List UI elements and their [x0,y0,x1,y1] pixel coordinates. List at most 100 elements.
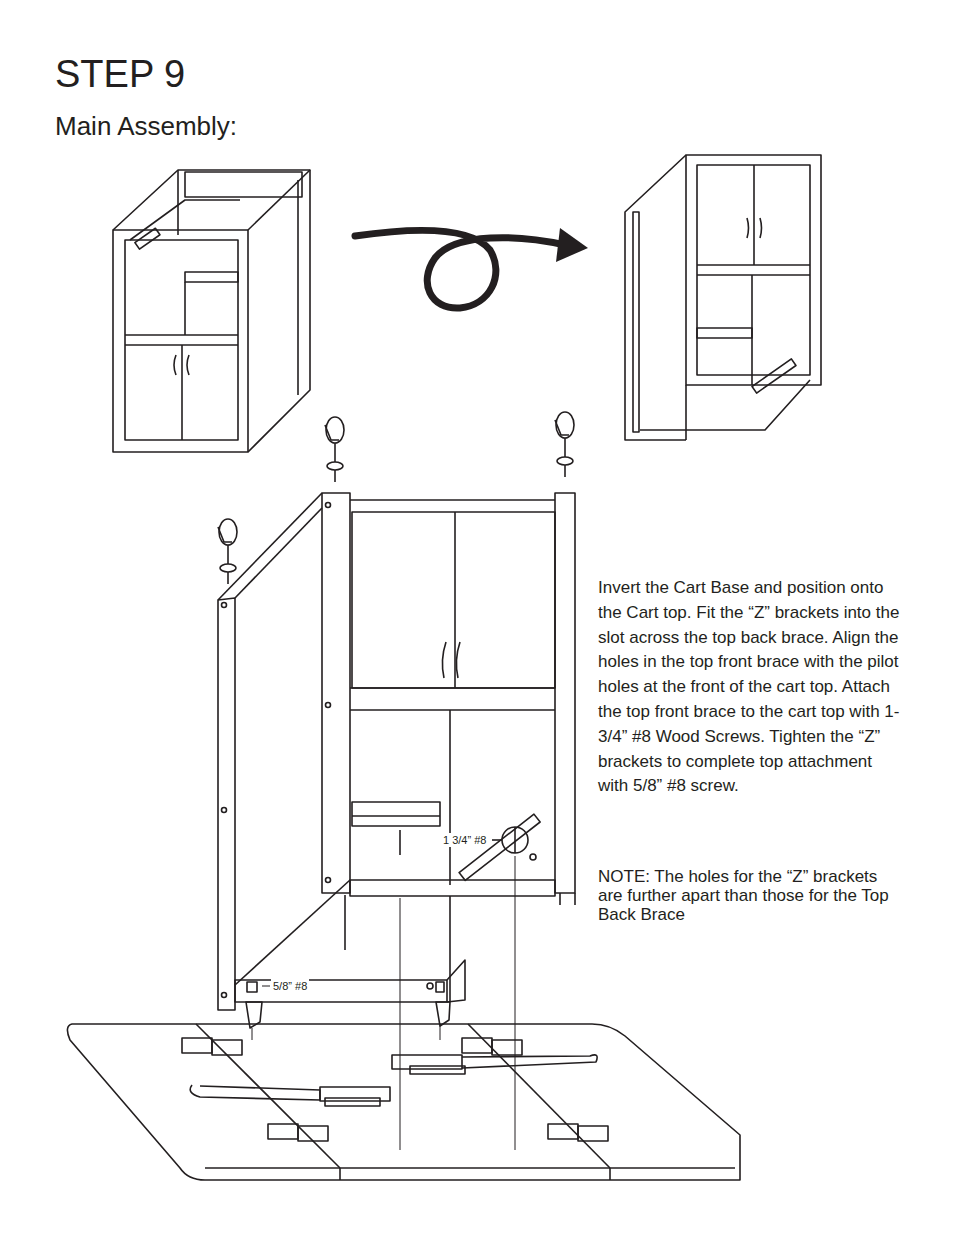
cart-base-inverted-part [753,165,755,265]
cart-base-main-part [235,508,322,598]
caster-wheels-part-part [556,412,574,438]
cart-top-part [212,1040,242,1055]
cart-top-part [468,1024,610,1168]
cart-base-main-part [454,512,456,688]
invert-arrow [355,228,588,308]
cart-base-upright-part [248,170,310,230]
caster-wheels-part-part [227,545,229,564]
cart-base-inverted-part [640,380,810,430]
cart-base-upright-part [297,180,299,395]
cart-top-part [392,1055,462,1069]
cart-base-main-part [222,993,227,998]
cart-base-main-part [218,493,322,600]
cart-top-part [182,1038,212,1053]
screw-callout [492,827,528,853]
cart-base-main-part [399,830,401,855]
section-heading: Main Assembly: [55,110,237,142]
cart-base-main-part [449,710,451,885]
alignment-lines-part [262,986,270,987]
cart-base-inverted-part [752,359,796,393]
alignment-lines-part [515,856,516,1150]
caster-wheels-part-part [557,457,573,465]
cart-base-upright [113,170,310,452]
caster-wheels-part-part [564,465,566,477]
cart-base-inverted-part [633,212,639,432]
screw-callout-part [514,827,516,853]
cart-base-main-part [322,493,350,893]
cart-base-main-part [427,983,433,989]
instruction-text: Invert the Cart Base and position onto t… [598,576,903,799]
caster-wheels-part [325,417,344,482]
cart-base-upright-part [181,345,183,440]
cart-base-main-part [442,642,460,678]
cart-base-main-part [235,880,350,985]
cart-base-main-part [559,893,561,905]
cart-base-inverted-part [697,328,752,338]
cart-base-inverted-part [686,155,821,385]
cart-base-upright-part [184,282,186,335]
cart-base-main-part [449,896,451,1002]
cart-top-part [339,1168,341,1180]
cart-base-main-part [326,878,331,883]
cart-base-main-part [352,815,440,817]
cart-base-main-part [218,598,235,1010]
cart-base-upright-part [125,240,238,440]
caster-wheels-part-part [227,572,229,584]
cart-top-part [67,1024,740,1180]
caster-wheels-part-part [220,564,236,572]
cart-top-part [205,1167,735,1169]
cart-base-main-part [530,854,536,860]
screw-size-callout: 1 3/4” #8 [441,833,488,847]
caster-wheels-part-part [334,470,336,482]
cart-top-part [492,1040,522,1055]
screw-callout-part [502,827,528,853]
cart-base-main-part [247,982,257,992]
cart-top-part [268,1124,298,1139]
alignment-lines-part [252,1028,253,1040]
cart-base-upright-part [177,170,179,235]
cart-base-inverted-part [625,155,686,440]
cart-base-upright-part [113,170,310,452]
caster-wheels-part-part [327,462,343,470]
cart-base-inverted-part [697,165,810,375]
cart-base-main-part [235,980,447,1002]
alignment-lines [252,856,515,1150]
cart-base-upright-part [113,230,248,452]
cart-top-part [578,1126,608,1141]
cart-base-main-part [222,808,227,813]
invert-arrow-part [355,230,565,308]
cart-base-main-part [326,503,331,508]
cart-top-part [190,1085,320,1100]
cart-base-inverted [625,155,821,440]
cart-base-main-part [459,814,540,880]
screw-callout-part [492,839,502,841]
caster-wheels-part-part [219,519,237,545]
caster-wheels [218,412,574,584]
cart-base-upright-part [125,334,238,336]
cart-base-main-part [574,893,576,905]
caster-wheels-part-part [564,438,566,457]
caster-wheels-part-part [218,527,232,542]
cart-top-part [325,1098,380,1106]
screw-size-callout: 5/8” #8 [271,979,309,993]
cart-base-main-part [352,512,555,688]
step-title: STEP 9 [55,52,185,96]
cart-base-main-part [436,1002,450,1026]
cart-top-part [462,1038,492,1053]
cart-top [67,1024,740,1180]
caster-wheels-part [555,412,574,477]
cart-top-part [298,1126,328,1141]
cart-base-main [218,493,575,1028]
cart-base-main-part [350,499,555,501]
cart-base-main-part [222,603,227,608]
caster-wheels-part-part [326,417,344,443]
caster-wheels-part [218,519,237,584]
caster-wheels-part-part [334,443,336,462]
cart-top-part [548,1124,578,1139]
cart-top-part [462,1055,597,1068]
cart-base-main-part [447,960,465,1002]
cart-base-upright-part [135,228,160,249]
cart-base-inverted-part [685,385,687,440]
cart-base-inverted-part [697,274,810,276]
cart-base-main-part [350,687,555,689]
